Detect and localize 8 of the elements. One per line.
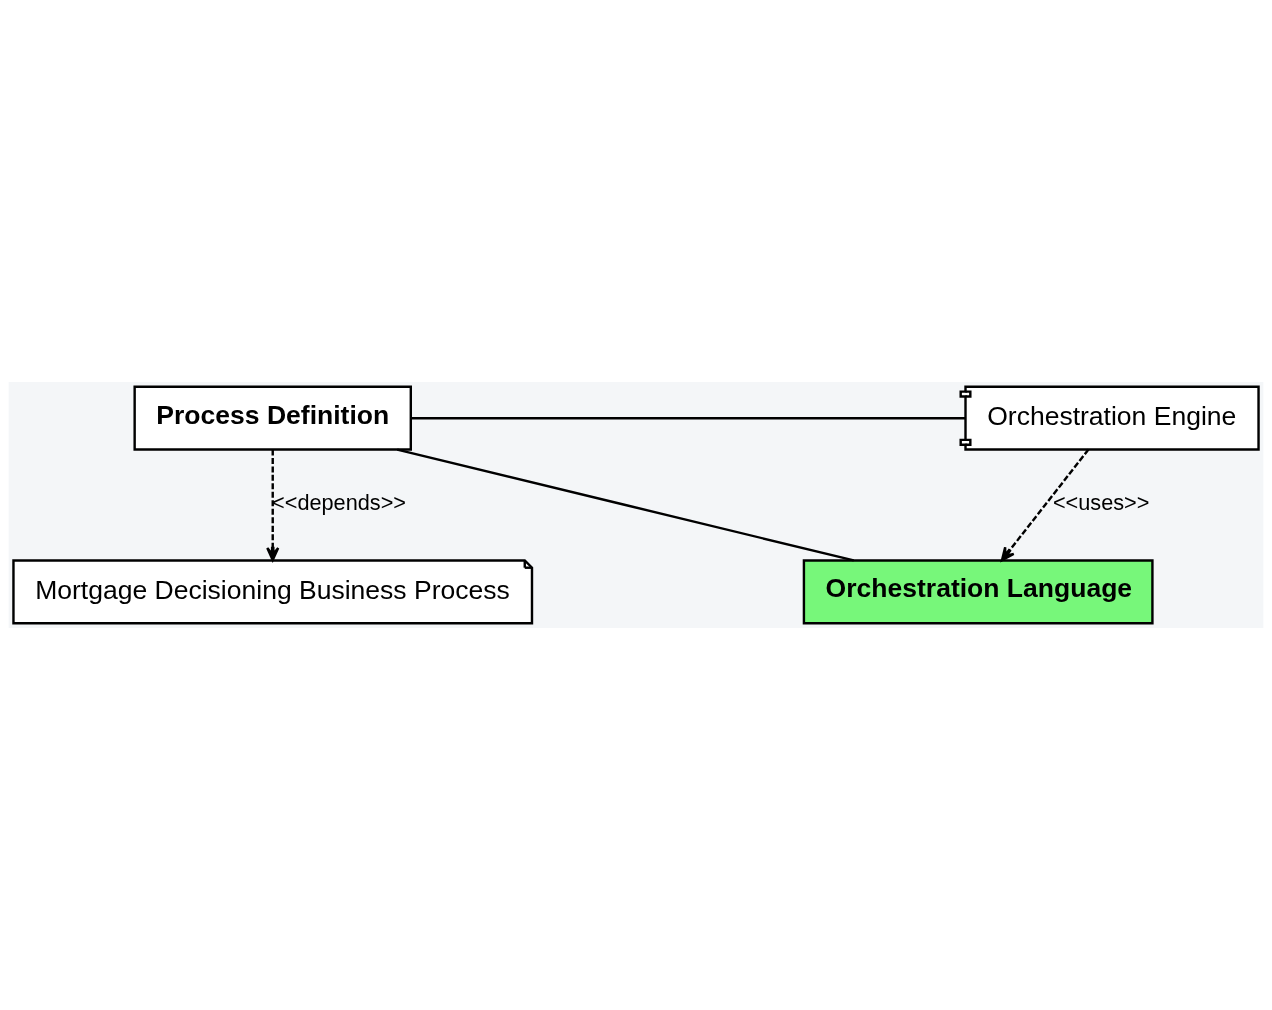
node-box: Process Definition: [133, 385, 412, 451]
arrow: [1000, 448, 1090, 562]
arrow: [266, 449, 280, 562]
node-box: Orchestration Language: [802, 559, 1154, 625]
connector: [396, 448, 854, 562]
connector: [410, 416, 966, 420]
edge-label: <<uses>>: [1052, 490, 1150, 516]
edge-label: <<depends>>: [272, 490, 406, 516]
